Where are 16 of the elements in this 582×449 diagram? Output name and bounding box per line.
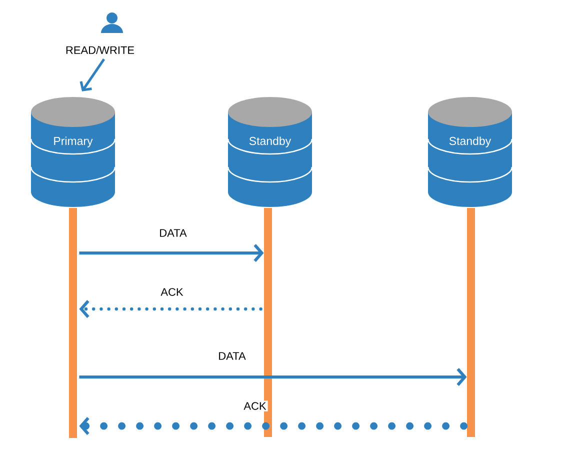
action-label: READ/WRITE	[66, 46, 134, 54]
database-cylinder: Standby	[427, 97, 513, 207]
lifeline-bar	[264, 208, 272, 437]
arrow	[80, 58, 106, 92]
edge-label: ACK	[242, 400, 268, 412]
dotted-arrow	[79, 300, 262, 318]
edge-label: DATA	[216, 350, 248, 362]
lifeline-bar	[69, 208, 77, 438]
database-cylinder: Primary	[30, 97, 116, 207]
arrow	[79, 244, 264, 262]
database-cylinder: Standby	[227, 97, 313, 207]
edge-label: DATA	[158, 228, 188, 238]
edge-label: ACK	[159, 286, 185, 298]
arrow	[79, 368, 467, 386]
lifeline-bar	[467, 208, 475, 437]
dotted-arrow	[78, 417, 468, 435]
